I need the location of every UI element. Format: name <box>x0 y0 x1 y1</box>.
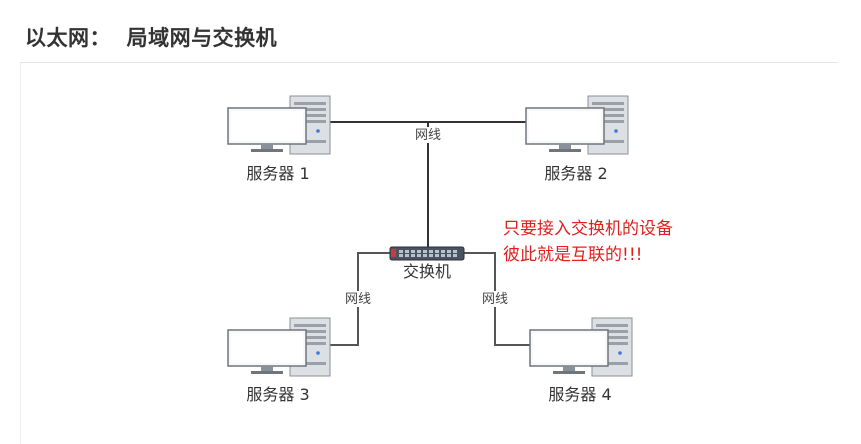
server-2-label: 服务器 2 <box>544 164 607 183</box>
page-title: 以太网： 局域网与交换机 <box>25 26 278 50</box>
server-3-label: 服务器 3 <box>246 385 309 404</box>
annotation-line-1: 只要接入交换机的设备 <box>503 219 673 239</box>
server-1-label: 服务器 1 <box>246 164 309 183</box>
cable-label-left: 网线 <box>345 292 371 307</box>
annotation-note: 只要接入交换机的设备 彼此就是互联的!!! <box>503 216 673 268</box>
network-cables <box>330 121 530 346</box>
server-2-icon <box>525 95 629 155</box>
left-border <box>20 63 21 444</box>
switch-label: 交换机 <box>403 262 451 281</box>
server-4-label: 服务器 4 <box>548 385 611 404</box>
server-4-icon <box>529 317 633 377</box>
server-1-icon <box>227 95 331 155</box>
title-divider <box>20 62 838 63</box>
switch-icon <box>389 246 465 261</box>
cable-label-right: 网线 <box>482 292 508 307</box>
annotation-line-2: 彼此就是互联的!!! <box>503 245 643 265</box>
cable-label-top: 网线 <box>415 128 441 143</box>
server-3-icon <box>227 317 331 377</box>
